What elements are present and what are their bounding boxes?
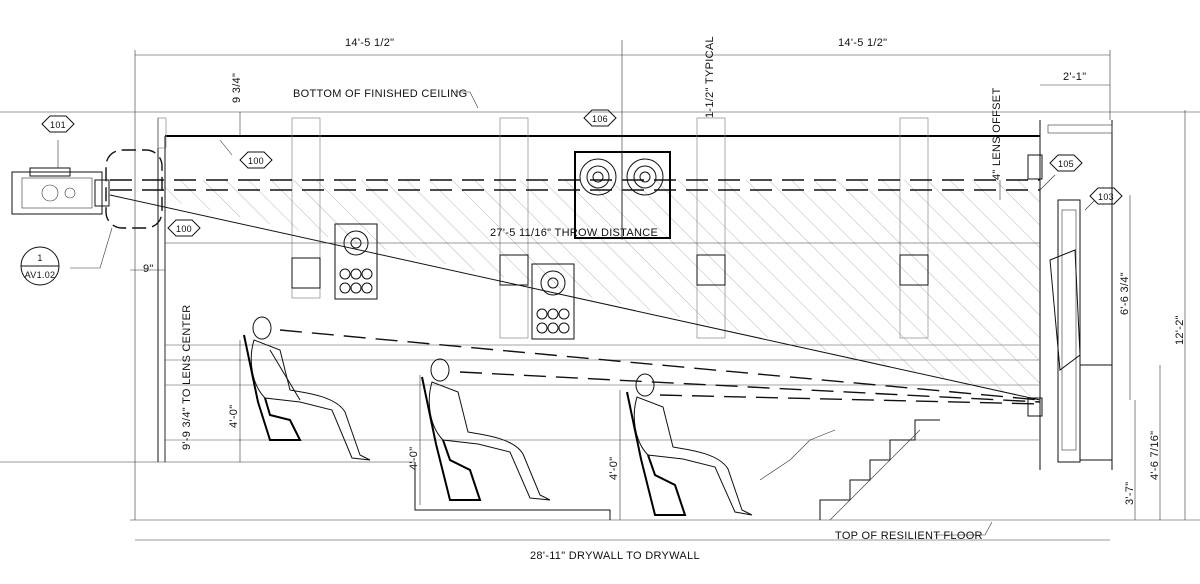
surround-speaker-2 xyxy=(531,263,575,340)
dim-room-height: 12'-2" xyxy=(1174,315,1186,345)
dimension-lines xyxy=(130,40,1186,541)
seated-person-1 xyxy=(243,316,371,461)
tag-105: 105 xyxy=(1049,154,1083,172)
detail-reference-bubble: 1 AV1.02 xyxy=(20,246,60,286)
svg-text:105: 105 xyxy=(1058,159,1074,169)
tag-100a: 100 xyxy=(239,151,273,169)
tag-103: 103 xyxy=(1089,187,1123,205)
label-floor: TOP OF RESILIENT FLOOR xyxy=(835,530,983,542)
wall-columns xyxy=(157,117,929,339)
dim-lens-center: 9'-9 3/4" TO LENS CENTER xyxy=(181,305,193,450)
tag-101: 101 xyxy=(41,115,75,133)
projector-enclosure xyxy=(105,149,163,229)
sight-lines xyxy=(109,194,1041,405)
dim-ceiling-gap: 9 3/4" xyxy=(231,73,243,103)
riser-steps xyxy=(414,419,940,521)
dim-seat-1: 4'-0" xyxy=(228,405,240,428)
svg-text:100: 100 xyxy=(248,156,264,166)
dim-top-left: 14'-5 1/2" xyxy=(345,37,394,49)
room-structure xyxy=(0,111,1200,521)
dim-seat-3: 4'-0" xyxy=(608,457,620,480)
seated-person-2 xyxy=(421,358,551,501)
svg-text:103: 103 xyxy=(1098,192,1114,202)
tag-106: 106 xyxy=(583,109,617,127)
dim-lens-offset: 4" LENS OFFSET xyxy=(991,88,1003,180)
projection-throw-zone xyxy=(165,180,1040,400)
center-speakers xyxy=(574,151,671,239)
dim-screen-bottom: 4'-6 7/16" xyxy=(1149,431,1161,480)
dim-screen-height: 6'-6 3/4" xyxy=(1119,272,1131,315)
svg-text:AV1.02: AV1.02 xyxy=(25,270,56,280)
dim-overall: 28'-11" DRYWALL TO DRYWALL xyxy=(530,550,700,562)
svg-text:1: 1 xyxy=(37,253,42,263)
svg-text:100: 100 xyxy=(176,224,192,234)
screen-assembly xyxy=(1027,124,1113,463)
dim-top-right: 14'-5 1/2" xyxy=(838,37,887,49)
tag-100b: 100 xyxy=(167,219,201,237)
dim-floor-gap: 3'-7" xyxy=(1124,482,1136,505)
dim-right-top: 2'-1" xyxy=(1063,71,1086,83)
dim-seat-2: 4'-0" xyxy=(408,447,420,470)
dim-left-small: 9" xyxy=(143,263,154,275)
svg-text:101: 101 xyxy=(50,120,66,130)
seated-person-3 xyxy=(626,373,753,516)
dim-typical: 1-1/2" TYPICAL xyxy=(704,36,716,118)
label-ceiling: BOTTOM OF FINISHED CEILING xyxy=(293,88,467,100)
projector xyxy=(11,167,110,215)
svg-text:106: 106 xyxy=(592,114,608,124)
dim-throw-distance: 27'-5 11/16" THROW DISTANCE xyxy=(490,227,658,239)
leader-lines xyxy=(57,91,1096,536)
